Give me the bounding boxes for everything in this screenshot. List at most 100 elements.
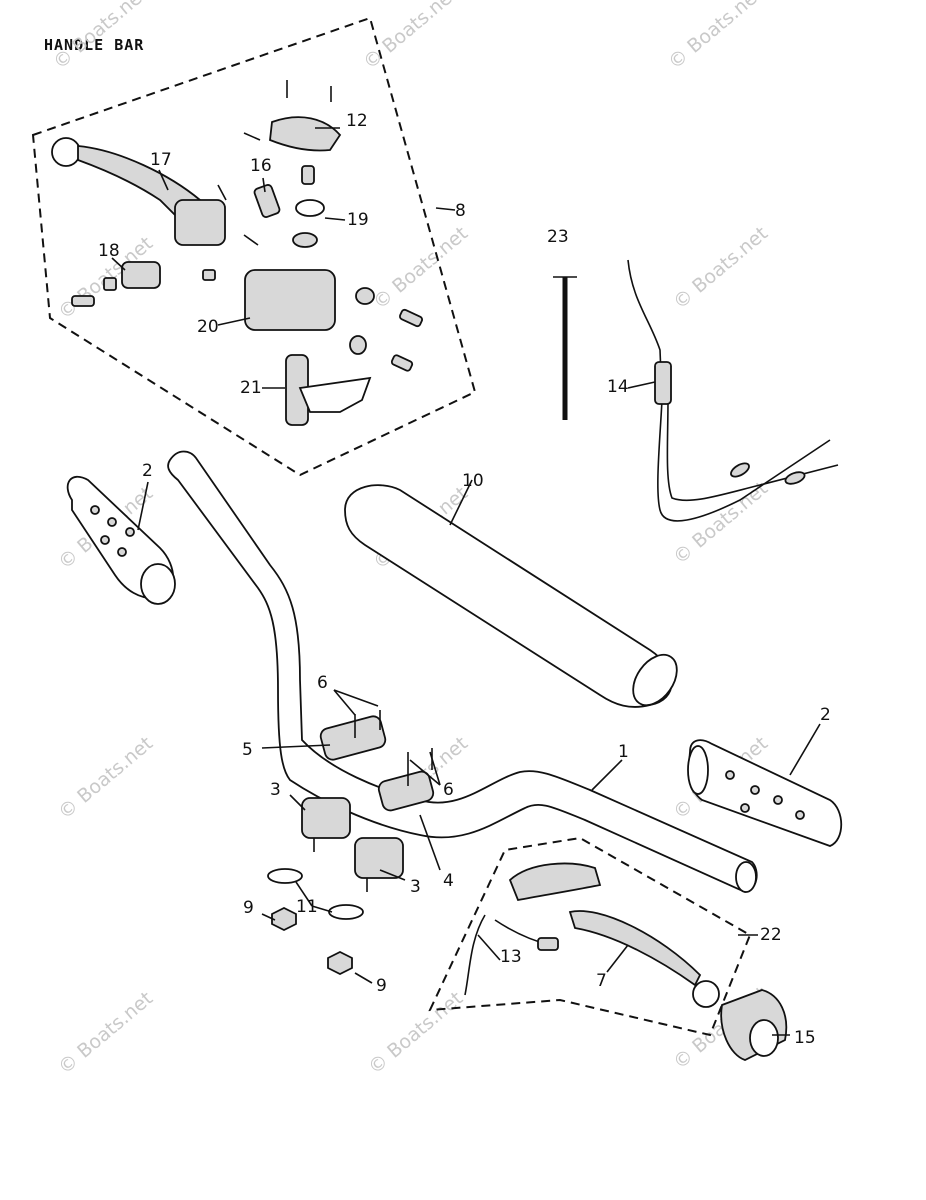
- callout-6-top: 6: [317, 673, 328, 693]
- grip-opening: [140, 563, 176, 605]
- callout-3-left: 3: [270, 780, 281, 800]
- lower-holder-right: [354, 837, 404, 879]
- grip-end: [687, 745, 709, 795]
- grip-body: [688, 739, 843, 847]
- callout-20: 20: [197, 317, 219, 337]
- diagram-title: HANDLE BAR: [44, 36, 145, 54]
- watermark: © Boats.net: [369, 222, 472, 313]
- clutch-switch-wire: [464, 914, 486, 996]
- callout-16: 16: [250, 156, 272, 176]
- callout-13: 13: [500, 947, 522, 967]
- callout-10: 10: [462, 471, 484, 491]
- switch-screw: [301, 165, 315, 185]
- callout-12: 12: [346, 111, 368, 131]
- callout-18: 18: [98, 241, 120, 261]
- upper-clamp-left: [319, 715, 387, 761]
- clutch-assembly-boundary: [428, 836, 752, 1037]
- right-grip: [687, 739, 843, 847]
- grip-dot: [100, 535, 110, 545]
- cable-junction: [730, 462, 750, 478]
- nut: [271, 906, 297, 932]
- watermark: © Boats.net: [664, 0, 767, 74]
- clutch-lever-ball: [692, 980, 720, 1008]
- throttle-housing: [720, 989, 788, 1061]
- grip-dot: [795, 810, 805, 820]
- callout-22: 22: [760, 925, 782, 945]
- washer: [267, 868, 303, 884]
- switch-bracket: [253, 184, 281, 218]
- brake-screw: [71, 295, 95, 307]
- small-nut: [202, 269, 216, 281]
- upper-clamp-right: [377, 770, 435, 812]
- brake-lever-assembly: [51, 80, 423, 426]
- ring: [292, 232, 318, 248]
- grip-dot: [750, 785, 760, 795]
- callout-15: 15: [794, 1028, 816, 1048]
- clutch-bracket: [508, 862, 602, 902]
- watermark: © Boats.net: [669, 222, 772, 313]
- brake-clamp: [121, 261, 161, 289]
- callout-19: 19: [347, 210, 369, 230]
- grip-dot: [117, 547, 127, 557]
- watermark: © Boats.net: [49, 0, 152, 74]
- clamp-assembly: [301, 710, 435, 892]
- pad-end: [632, 653, 678, 707]
- callout-1: 1: [618, 742, 629, 762]
- nut: [327, 950, 353, 976]
- callout-23: 23: [547, 227, 569, 247]
- left-grip: [66, 475, 176, 605]
- callout-2-left: 2: [142, 461, 153, 481]
- brake-assembly-boundary: [31, 16, 477, 477]
- watermark: © Boats.net: [54, 987, 157, 1078]
- callout-2-right: 2: [820, 705, 831, 725]
- cable-junction: [784, 471, 806, 485]
- screw: [243, 132, 261, 141]
- cable-adjuster: [654, 361, 672, 405]
- callout-7: 7: [596, 971, 607, 991]
- callout-8: 8: [455, 201, 466, 221]
- callout-21: 21: [240, 378, 262, 398]
- grip-dot: [773, 795, 783, 805]
- watermark: © Boats.net: [54, 732, 157, 823]
- callout-17: 17: [150, 150, 172, 170]
- master-cylinder: [244, 269, 336, 331]
- grip-dot: [90, 505, 100, 515]
- clutch-lever-assembly: [464, 862, 720, 1008]
- bushing: [349, 335, 367, 355]
- handlebar-end: [735, 861, 757, 893]
- callout-3-right: 3: [410, 877, 421, 897]
- callout-11: 11: [296, 897, 318, 917]
- handlebar-pad: [344, 484, 678, 708]
- cable-line: [666, 399, 839, 502]
- callout-9-top: 9: [243, 898, 254, 918]
- callout-9-bottom: 9: [376, 976, 387, 996]
- housing-opening: [749, 1019, 779, 1057]
- handlebar: [167, 450, 758, 893]
- pad-body: [344, 484, 673, 708]
- clip-ring: [295, 199, 325, 217]
- callout-5: 5: [242, 740, 253, 760]
- callout-4: 4: [443, 871, 454, 891]
- grip-dot: [725, 770, 735, 780]
- callout-labels: 1 2 2 3 3 4 5 6 6 7 8 9 9 10 11 12 13 14…: [98, 111, 831, 1048]
- watermark: © Boats.net: [669, 477, 772, 568]
- callout-14: 14: [607, 377, 629, 397]
- cable-line: [627, 259, 831, 522]
- clutch-switch: [537, 937, 559, 951]
- screw: [243, 234, 259, 246]
- lever-ball: [51, 137, 81, 167]
- watermark: © Boats.net: [364, 987, 467, 1078]
- bleeder-screw: [390, 354, 414, 372]
- screw: [217, 184, 227, 201]
- brake-bracket: [298, 376, 372, 413]
- lower-holder-left: [301, 797, 351, 839]
- throttle-cable: [627, 259, 839, 522]
- leader-lines: [111, 127, 821, 1036]
- grip-dot: [107, 517, 117, 527]
- washer: [328, 904, 364, 920]
- bleeder-screw: [399, 308, 423, 328]
- clutch-lever: [568, 910, 702, 987]
- reservoir-cap: [269, 116, 342, 152]
